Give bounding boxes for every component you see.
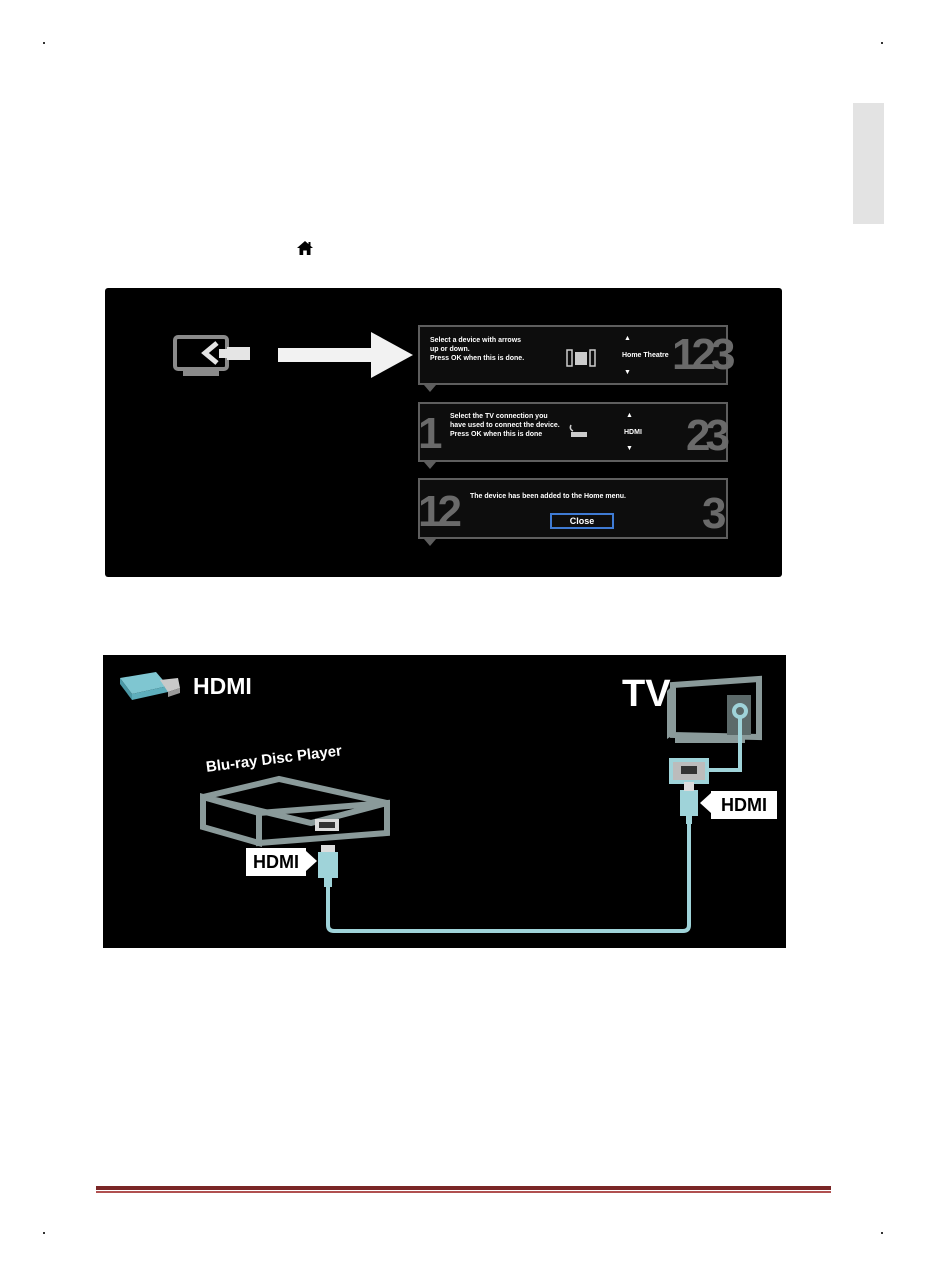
option-up-arrow[interactable]: ▲ (624, 335, 631, 342)
hdmi-connection-figure: HDMI TV (103, 655, 786, 948)
step2-option-value: HDMI (624, 429, 642, 436)
close-button[interactable]: Close (550, 513, 614, 529)
hdmi-title: HDMI (193, 673, 252, 699)
step3-numbers-left: 12 (418, 487, 462, 536)
blu-ray-player-icon (200, 775, 390, 847)
step2-instruction-line3: Press OK when this is done (450, 431, 543, 438)
step1-instruction-line3: Press OK when this is done. (430, 355, 525, 362)
step2-instruction-line2: have used to connect the device. (450, 422, 560, 429)
hdmi-tag-player: HDMI (246, 848, 306, 876)
option-up-arrow[interactable]: ▲ (626, 412, 633, 419)
step3-numbers-right: 3 (702, 489, 727, 538)
step2-numbers-right: 23 (686, 411, 730, 460)
setup-step-3: 12 The device has been added to the Home… (418, 478, 728, 539)
corner-mark (43, 42, 45, 44)
corner-mark (881, 1232, 883, 1234)
corner-mark (881, 42, 883, 44)
side-tab (853, 103, 884, 224)
connection-drawing (200, 675, 762, 933)
tv-label: TV (622, 673, 671, 715)
setup-step-1: Select a device with arrows up or down. … (418, 325, 735, 385)
home-theatre-speakers-icon (566, 349, 596, 367)
hdmi-tag-tv: HDMI (711, 791, 777, 819)
tv-icon (667, 675, 762, 743)
hdmi-plug-icon (120, 672, 180, 700)
step2-numbers-left: 1 (418, 409, 443, 458)
step1-instruction-line1: Select a device with arrows (430, 337, 522, 344)
option-down-arrow[interactable]: ▼ (626, 445, 633, 452)
step1-numbers: 123 (672, 330, 735, 379)
footer-rule-thin (96, 1191, 831, 1193)
step2-instruction-line1: Select the TV connection you (450, 413, 548, 420)
setup-step-2: 1 Select the TV connection you have used… (418, 402, 730, 462)
step1-option-value: Home Theatre (622, 352, 669, 359)
step1-notch (424, 385, 436, 392)
step2-notch (424, 462, 436, 469)
option-down-arrow[interactable]: ▼ (624, 369, 631, 376)
home-icon (297, 241, 313, 255)
corner-mark (43, 1232, 45, 1234)
add-device-figure: Select a device with arrows up or down. … (105, 288, 782, 577)
tv-add-device-icon (173, 335, 250, 376)
step3-message: The device has been added to the Home me… (470, 493, 626, 500)
flow-arrow (278, 332, 413, 378)
footer-rule (96, 1186, 831, 1190)
step1-instruction-line2: up or down. (430, 346, 470, 353)
step3-notch (424, 539, 436, 546)
connection-plug-icon (569, 424, 587, 437)
